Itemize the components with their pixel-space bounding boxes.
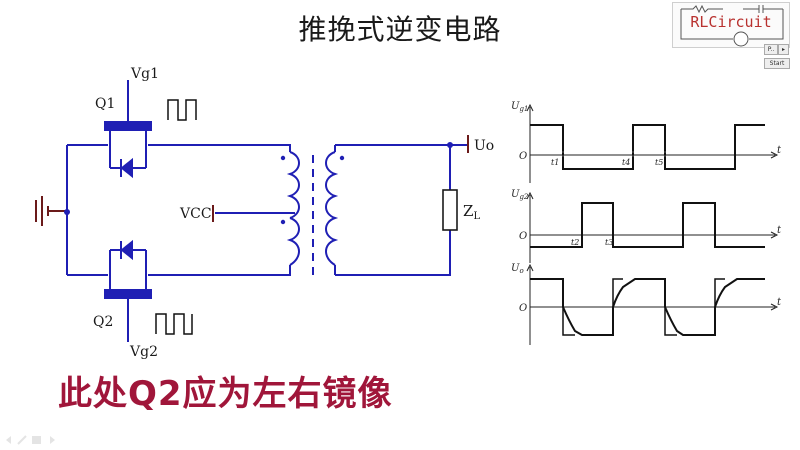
ug1-t-label: t [777,145,782,156]
ug2-waveform [530,202,765,248]
slide-title: 推挽式逆变电路 [298,13,502,46]
svg-text:ZL: ZL [463,202,480,222]
ug2-axis-label: U [511,189,520,200]
logo-text: RLCircuit [690,13,772,31]
ug1-waveform [530,124,765,170]
slideshow-toolbar [6,435,55,445]
rlcircuit-logo: RLCircuit [672,2,790,48]
q1-mosfet-icon [104,80,152,179]
t5-label: t5 [655,158,663,167]
t4-label: t4 [622,158,630,167]
menu-icon[interactable] [32,436,41,444]
play-icon[interactable]: ▸ [778,44,789,55]
zl-label: Z [463,202,473,220]
correction-note: 此处Q2应为左右镜像 [58,374,393,414]
q2-mosfet-icon [104,239,152,342]
next-icon[interactable] [50,436,55,444]
svg-text:Ug1: Ug1 [511,101,528,113]
uo-waveform [530,278,765,336]
uo-axis-sub: o [519,267,523,275]
ug1-origin: O [519,151,527,162]
q2-label: Q2 [93,314,113,330]
wiring [66,138,469,276]
waveform-plot: Ug1 O t t1 t4 t5 Ug2 O t t2 t3 Uo O t [511,101,782,345]
ug2-origin: O [519,231,527,242]
t3-label: t3 [605,238,613,247]
vcc-label: VCC [179,206,212,222]
transformer-icon [286,151,339,280]
uo-output-label: Uo [474,138,494,154]
ground-icon [35,196,66,226]
ug2-t-label: t [777,225,782,236]
svg-text:Ug2: Ug2 [511,189,529,201]
t2-label: t2 [571,238,579,247]
ug1-axis-sub: g1 [519,105,528,113]
ug1-axis-label: U [511,101,520,112]
vg1-pulse-icon [167,99,197,121]
load-resistor-icon [442,189,458,231]
logo-circuit-icon [680,4,784,47]
zl-subscript: L [473,211,480,222]
prev-icon[interactable] [6,436,11,444]
pen-icon[interactable] [17,435,27,445]
vg2-pulse-icon [155,313,193,335]
uo-origin: O [519,303,527,314]
t1-label: t1 [551,158,559,167]
ug2-axis-sub: g2 [519,193,528,201]
svg-text:Uo: Uo [511,263,524,275]
q1-label: Q1 [95,96,115,112]
push-pull-circuit: Q1 Vg1 Q2 Vg2 VCC Uo ZL [35,66,494,360]
player-p-label: P.. [764,44,778,55]
player-controls: P.. ▸ Start [764,44,790,72]
start-button[interactable]: Start [764,58,790,69]
vg2-label: Vg2 [129,344,158,360]
vg1-label: Vg1 [130,66,159,82]
uo-axis-label: U [511,263,520,274]
uo-t-label: t [777,297,782,308]
